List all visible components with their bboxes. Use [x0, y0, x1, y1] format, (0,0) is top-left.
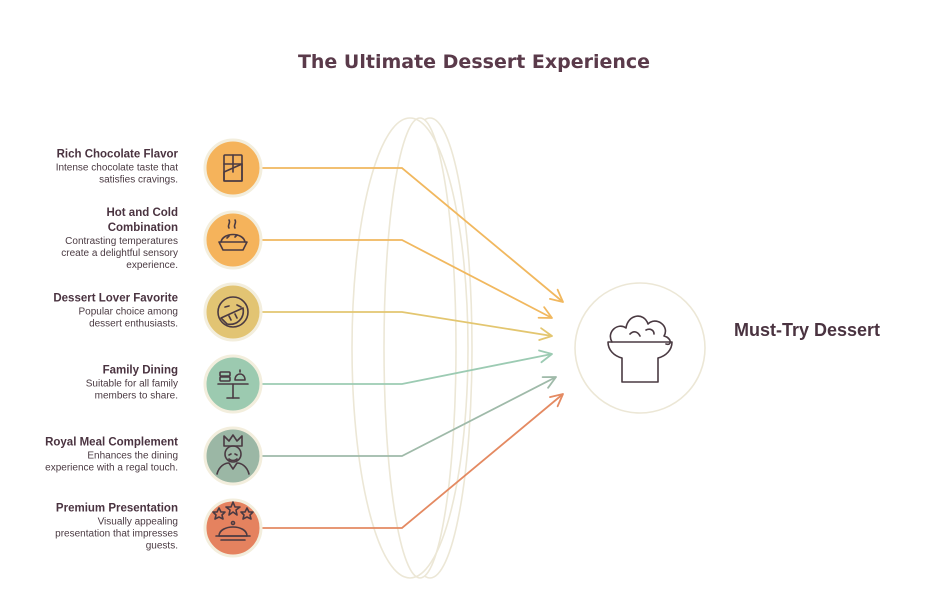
- item-description: presentation that impresses: [55, 529, 178, 540]
- item-description: Visually appealing: [98, 517, 178, 528]
- item-description: members to share.: [95, 391, 178, 402]
- connector-hot-and-cold-combination: [261, 239, 553, 319]
- item-circle-hot-and-cold-combination: [203, 210, 263, 270]
- connector-dessert-lover-favorite: [261, 311, 553, 337]
- item-description: Popular choice among: [78, 307, 178, 318]
- arrowhead-family-dining: [538, 349, 553, 364]
- item-title: Combination: [108, 222, 178, 234]
- item-description: Intense chocolate taste that: [56, 163, 179, 174]
- connector-family-dining: [261, 353, 553, 385]
- target-node: [574, 282, 706, 414]
- item-description: guests.: [146, 541, 178, 552]
- item-description: experience.: [126, 260, 178, 271]
- lens-shape: [351, 117, 473, 579]
- dining-table-icon: [217, 369, 249, 399]
- item-title: Royal Meal Complement: [45, 437, 178, 449]
- diagram-title: The Ultimate Dessert Experience: [298, 51, 650, 73]
- item-description: dessert enthusiasts.: [89, 319, 178, 330]
- item-description: Suitable for all family: [86, 379, 178, 390]
- item-circle-premium-presentation: [203, 498, 263, 558]
- chocolate-bar-icon: [223, 154, 243, 182]
- arrowhead-rich-chocolate-flavor: [549, 288, 564, 303]
- target-circle: [574, 282, 706, 414]
- item-title: Family Dining: [103, 365, 178, 377]
- item-title: Hot and Cold: [106, 207, 178, 219]
- cloche-stars-icon: [212, 501, 254, 541]
- arrowhead-royal-meal-complement: [541, 376, 557, 389]
- pie-dish-icon: [218, 219, 248, 251]
- arrowhead-hot-and-cold-combination: [537, 306, 553, 319]
- smiling-face-eating-icon: [217, 296, 249, 328]
- crowned-king-icon: [216, 434, 250, 475]
- item-description: Contrasting temperatures: [65, 236, 178, 247]
- item-title: Dessert Lover Favorite: [53, 293, 178, 305]
- item-description: experience with a regal touch.: [45, 463, 178, 474]
- connector-lines: [261, 167, 564, 529]
- arrowhead-dessert-lover-favorite: [538, 327, 553, 341]
- item-description: create a delightful sensory: [61, 248, 178, 259]
- connector-premium-presentation: [261, 393, 564, 529]
- item-title: Rich Chocolate Flavor: [57, 149, 179, 161]
- arrowhead-premium-presentation: [549, 393, 564, 408]
- item-description: Enhances the dining: [87, 451, 178, 462]
- target-label: Must-Try Dessert: [734, 320, 880, 340]
- item-title: Premium Presentation: [56, 503, 178, 515]
- connector-royal-meal-complement: [261, 376, 557, 457]
- connector-rich-chocolate-flavor: [261, 167, 564, 303]
- ice-cream-cup-icon: [607, 315, 673, 383]
- item-description: satisfies cravings.: [99, 175, 178, 186]
